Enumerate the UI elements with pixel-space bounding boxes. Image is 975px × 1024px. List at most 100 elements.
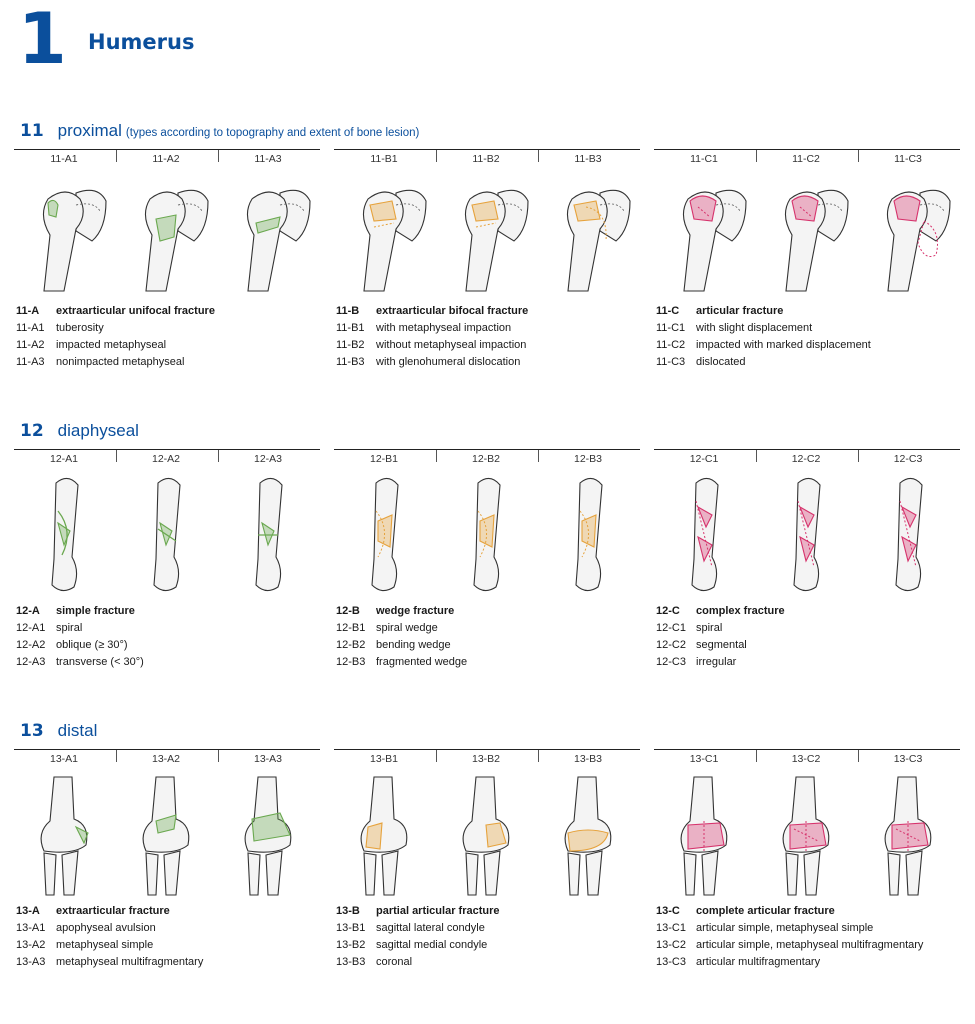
- distal-humerus: [360, 776, 408, 853]
- fracture-line: [899, 500, 917, 568]
- cell-label: 11-B2: [472, 153, 500, 165]
- cell-label: 13-B3: [573, 753, 603, 765]
- fracture-illustration: [566, 189, 631, 292]
- fracture-fragment: [893, 195, 921, 222]
- glenoid-line: [715, 203, 741, 212]
- fracture-illustration: [886, 189, 951, 292]
- section-subtitle: (types according to topography and exten…: [125, 127, 420, 139]
- cell-label: 12-B3: [573, 453, 603, 465]
- radius-shape: [465, 852, 479, 896]
- legend-desc: sagittal lateral condyle: [376, 922, 485, 934]
- radius-shape: [247, 852, 261, 896]
- legend-heading-code: 13-A: [16, 905, 40, 917]
- scapula-shape: [395, 189, 427, 242]
- scapula-shape: [599, 189, 631, 242]
- distal-humerus: [142, 776, 190, 853]
- legend-code: 12-C2: [656, 639, 686, 651]
- cell-label: 11-C3: [894, 153, 922, 165]
- legend-heading-code: 11-A: [16, 305, 40, 317]
- group-rule: [654, 749, 960, 750]
- legend-code: 13-C3: [656, 956, 686, 968]
- wedge-fragment: [479, 514, 495, 548]
- humerus-shape: [246, 191, 288, 292]
- legend-code: 13-A3: [16, 956, 46, 968]
- fracture-line: [695, 500, 713, 568]
- distal-humerus: [244, 776, 292, 853]
- legend-heading-code: 12-A: [16, 605, 40, 617]
- legend-code: 13-C2: [656, 939, 686, 951]
- cell-label: 12-C1: [689, 453, 719, 465]
- legend-desc: with glenohumeral dislocation: [376, 356, 521, 368]
- radius-shape: [363, 852, 377, 896]
- ulna-shape: [61, 850, 79, 896]
- cell-divider: [436, 750, 437, 762]
- legend-code: 13-B3: [336, 956, 366, 968]
- fracture-illustration: [682, 189, 747, 292]
- ulna-shape: [381, 850, 399, 896]
- cell-label: 12-A2: [151, 453, 181, 465]
- cell-divider: [116, 450, 117, 462]
- legend-desc: spiral: [696, 622, 723, 634]
- legend-heading-desc: simple fracture: [56, 605, 135, 617]
- legend-desc: dislocated: [696, 356, 746, 368]
- legend-desc: segmental: [696, 639, 747, 651]
- legend-code: 11-B2: [336, 339, 365, 351]
- legend-heading-desc: complex fracture: [696, 605, 785, 617]
- fracture-line: [157, 528, 177, 542]
- fracture-line: [373, 222, 395, 228]
- fracture-illustration: [144, 189, 209, 292]
- cell-label: 12-C2: [791, 453, 821, 465]
- section-number: 12: [20, 421, 44, 441]
- legend-code: 13-A2: [16, 939, 46, 951]
- cell-label: 13-C1: [689, 753, 719, 765]
- fragment-upper: [798, 505, 815, 529]
- cell-divider: [218, 750, 219, 762]
- fracture-illustration: [42, 189, 107, 292]
- ulna-shape: [803, 850, 821, 896]
- fracture-fragment: [155, 214, 177, 242]
- cell-divider: [436, 150, 437, 162]
- legend-desc: oblique (≥ 30°): [56, 639, 128, 651]
- glenoid-line: [497, 203, 523, 212]
- radius-shape: [785, 852, 799, 896]
- fracture-fragment: [369, 200, 397, 222]
- legend-heading-code: 12-B: [336, 605, 360, 617]
- fracture-illustration: [884, 776, 932, 896]
- distal-humerus: [884, 776, 932, 853]
- distal-humerus: [782, 776, 830, 853]
- scapula-shape: [177, 189, 209, 242]
- wedge-fragment: [581, 514, 597, 548]
- scapula-shape: [817, 189, 849, 242]
- distal-humerus: [680, 776, 728, 853]
- fracture-fragment: [573, 200, 601, 222]
- distal-humerus: [564, 776, 612, 853]
- fracture-fragment: [47, 199, 59, 218]
- fragment-upper: [696, 505, 713, 529]
- legend-desc: apophyseal avulsion: [56, 922, 156, 934]
- legend-code: 13-C1: [656, 922, 686, 934]
- fracture-illustration: [895, 477, 923, 592]
- legend-heading-desc: partial articular fracture: [376, 905, 500, 917]
- fracture-line: [579, 510, 589, 558]
- page-title: Humerus: [88, 30, 195, 54]
- scapula-shape: [279, 189, 311, 242]
- legend-desc: articular simple, metaphyseal multifragm…: [696, 939, 924, 951]
- fracture-illustration: [462, 776, 510, 896]
- fracture-illustration: [40, 776, 89, 896]
- cell-label: 11-C1: [690, 153, 718, 165]
- fracture-illustration: [473, 477, 501, 592]
- fracture-fragment: [159, 521, 173, 547]
- fracture-fragment: [261, 521, 275, 547]
- cell-label: 13-A3: [253, 753, 283, 765]
- cell-label: 13-B2: [471, 753, 501, 765]
- glenoid-line: [817, 203, 843, 212]
- legend-code: 12-A1: [16, 622, 46, 634]
- cell-divider: [756, 450, 757, 462]
- fracture-fragment: [255, 216, 281, 234]
- section-number: 11: [20, 121, 44, 141]
- legend-code: 12-B1: [336, 622, 366, 634]
- cell-label: 11-B3: [574, 153, 602, 165]
